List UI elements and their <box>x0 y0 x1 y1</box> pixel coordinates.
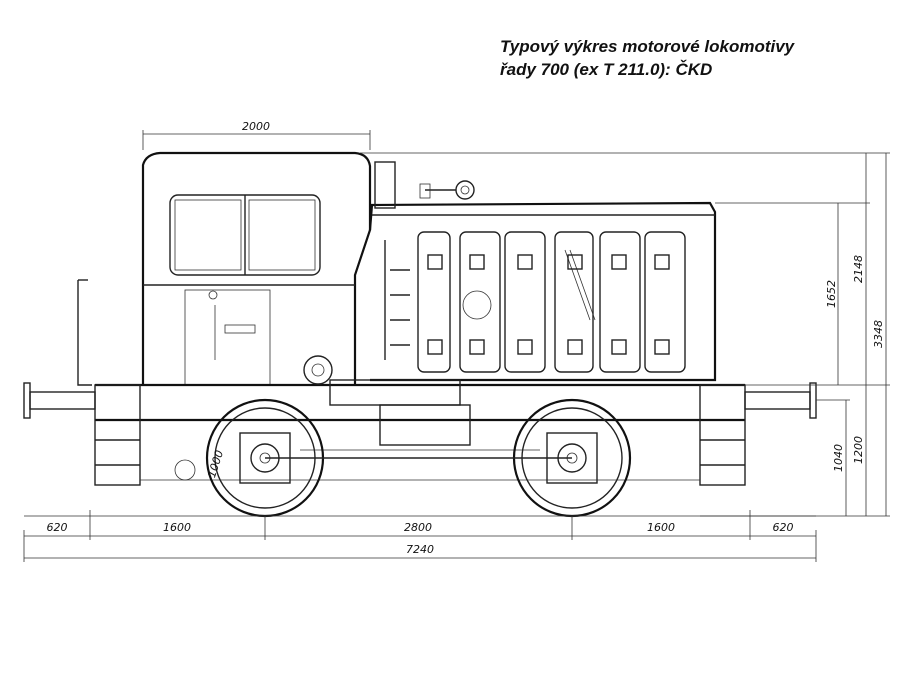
buffer-left <box>23 382 96 419</box>
engine-hood <box>368 161 717 382</box>
dim-wheelbase: 2800 <box>404 521 432 534</box>
dimension-lines <box>23 130 890 562</box>
buffer-right <box>744 382 817 419</box>
dim-total-height: 3348 <box>872 320 885 348</box>
dim-wheel-diameter: 1000 <box>205 449 226 480</box>
cab <box>141 151 372 386</box>
dim-axle-end-left: 1600 <box>163 521 191 534</box>
dim-cab-length: 2000 <box>242 120 270 133</box>
dim-frame-height: 1200 <box>852 436 865 464</box>
caption-line-2: řady 700 (ex T 211.0): ČKD <box>500 60 713 79</box>
caption-line-1: Typový výkres motorové lokomotivy <box>500 37 795 56</box>
dim-buffer-height: 1040 <box>832 444 845 472</box>
drawing-caption: Typový výkres motorové lokomotivy řady 7… <box>500 35 794 81</box>
dim-upper-height: 2148 <box>852 255 865 283</box>
dim-overhang-left: 620 <box>47 521 68 534</box>
dim-hood-height: 1652 <box>825 280 838 308</box>
dim-total-length: 7240 <box>406 543 434 556</box>
underframe <box>77 279 746 486</box>
dim-axle-end-right: 1600 <box>647 521 675 534</box>
dim-overhang-right: 620 <box>773 521 794 534</box>
